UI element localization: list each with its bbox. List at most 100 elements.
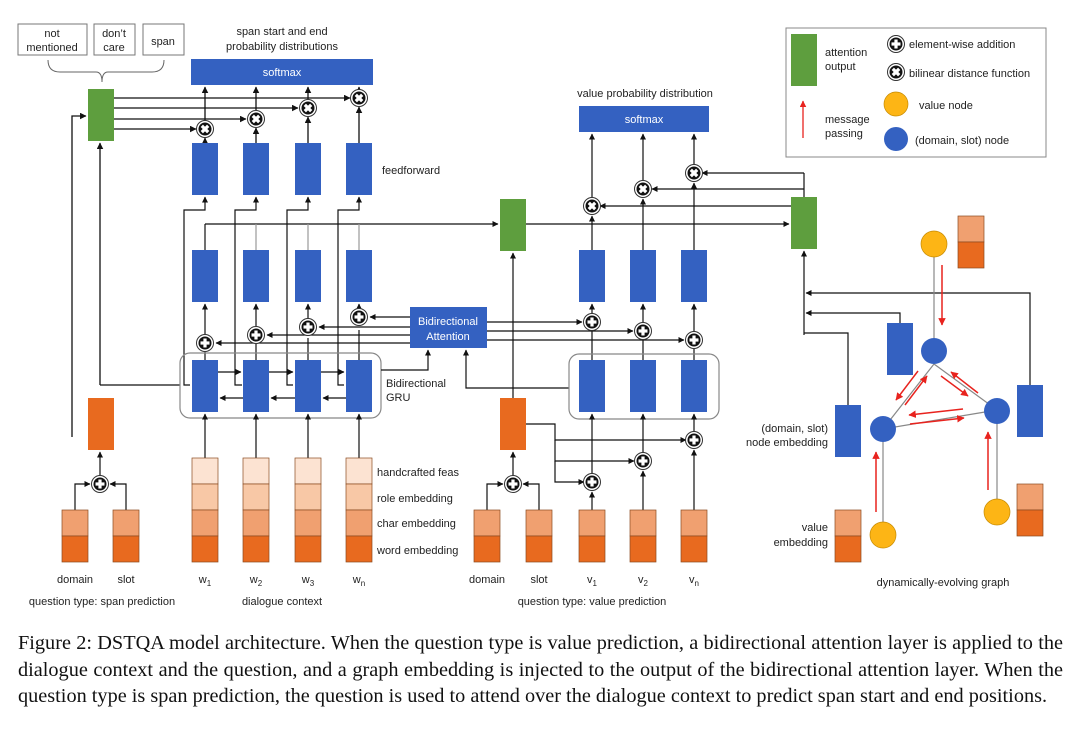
gru-cells	[192, 360, 372, 412]
value-question-encoding	[500, 398, 526, 450]
option-span-box	[142, 23, 185, 56]
token-wn: wn	[352, 574, 365, 588]
gru-skip-connections	[183, 196, 499, 386]
node-embedding-right	[1017, 385, 1043, 437]
span-attention-output	[88, 89, 114, 141]
domain-slot-node-right	[984, 398, 1010, 424]
value-attention-output-left	[500, 199, 526, 251]
span-modeling-layer	[192, 250, 372, 302]
dialogue-embedding-cell-3-3	[294, 509, 322, 537]
embedding-layer-word: word embedding	[376, 545, 458, 557]
dialogue-embedding-cell-4-4	[345, 535, 373, 563]
value-input-slot: slot	[530, 574, 547, 586]
add-op-v2-attn	[634, 322, 652, 340]
bidirectional-attention-label-2: Attention	[426, 331, 469, 343]
span-question-caption: question type: span prediction	[29, 596, 175, 608]
value-softmax-title: value probability distribution	[577, 88, 713, 100]
value-input-embedding-cell-2-2	[525, 535, 553, 563]
value-input-embedding-cell-2-1	[525, 509, 553, 537]
value-input-embedding-cell-4-2	[629, 535, 657, 563]
add-op-v2-question	[634, 452, 652, 470]
option-dont-care-label-2: care	[103, 42, 124, 54]
bilinear-op-vn	[685, 164, 703, 182]
legend-attention-label-1: attention	[825, 47, 867, 59]
bilinear-op-wn	[350, 89, 368, 107]
add-op-w1	[196, 334, 214, 352]
bilinear-op-v1	[583, 197, 601, 215]
option-not-mentioned-label-2: mentioned	[26, 42, 77, 54]
value-embedding-label-1: value	[802, 522, 828, 534]
value-modeling-layer	[579, 250, 707, 302]
bilinear-op-v2	[634, 180, 652, 198]
bidirectional-gru-label-1: Bidirectional	[386, 378, 446, 390]
legend-message-label-1: message	[825, 114, 870, 126]
dialogue-embedding-cell-1-2	[191, 483, 219, 511]
value-question-stacks	[473, 509, 708, 563]
value-softmax-box	[579, 106, 709, 132]
dialogue-embedding-cell-4-1	[345, 457, 373, 485]
legend-value-node-label: value node	[919, 100, 973, 112]
dstqa-architecture-diagram: not mentioned don’t care span span start…	[17, 23, 1047, 608]
value-node-right	[983, 498, 1011, 526]
span-softmax-title-line2: probability distributions	[226, 41, 338, 53]
graph-caption: dynamically-evolving graph	[877, 577, 1010, 589]
add-op-value-question	[504, 475, 522, 493]
value-attention-output-right	[791, 197, 817, 249]
value-node-top	[920, 230, 948, 258]
option-not-mentioned-label: not	[44, 28, 59, 40]
dialogue-embedding-cell-2-1	[242, 457, 270, 485]
dialogue-embedding-cell-4-2	[345, 483, 373, 511]
value-input-embedding-cell-3-1	[578, 509, 606, 537]
value-input-embedding-cell-5-1	[680, 509, 708, 537]
add-op-w3	[299, 318, 317, 336]
dialogue-embedding-cell-1-1	[191, 457, 219, 485]
options-brace	[47, 59, 165, 83]
option-not-mentioned-box	[17, 23, 88, 56]
add-op-span-question	[91, 475, 109, 493]
legend-domain-slot-node-icon	[884, 127, 908, 151]
legend-addition-label: element-wise addition	[909, 39, 1015, 51]
bidirectional-attention-label-1: Bidirectional	[418, 316, 478, 328]
legend-attention-label-2: output	[825, 61, 856, 73]
bilinear-op-w1	[196, 120, 214, 138]
domain-slot-node-left	[870, 416, 896, 442]
value-softmax-label: softmax	[625, 114, 664, 126]
dialogue-embedding-cell-3-1	[294, 457, 322, 485]
legend-value-node-icon	[883, 91, 909, 117]
value-question-caption: question type: value prediction	[518, 596, 667, 608]
span-softmax-box	[191, 59, 373, 85]
span-question-encoding	[88, 398, 114, 450]
bilinear-op-w2	[247, 110, 265, 128]
value-input-domain: domain	[469, 574, 505, 586]
bidirectional-gru-label-2: GRU	[386, 392, 411, 404]
span-softmax-label: softmax	[263, 67, 302, 79]
span-softmax-title-line1: span start and end	[236, 26, 327, 38]
legend-times-icon	[887, 63, 905, 81]
value-input-embedding-cell-3-2	[578, 535, 606, 563]
bidirectional-gru-frame	[179, 352, 382, 419]
dialogue-embedding-cell-4-3	[345, 509, 373, 537]
domain-slot-node-top	[921, 338, 947, 364]
dialogue-embedding-stacks	[191, 457, 373, 563]
embedding-layer-handcrafted: handcrafted feas	[377, 467, 459, 479]
embedding-layer-char: char embedding	[377, 518, 456, 530]
token-w2: w2	[249, 574, 263, 588]
value-input-embedding-cell-1-1	[473, 509, 501, 537]
figure-caption: Figure 2: DSTQA model architecture. When…	[18, 632, 1063, 707]
dialogue-embedding-cell-2-2	[242, 483, 270, 511]
dialogue-embedding-cell-3-2	[294, 483, 322, 511]
node-embedding-left	[835, 405, 861, 457]
value-node-left	[869, 521, 897, 549]
legend-message-label-2: passing	[825, 128, 863, 140]
add-op-v1-attn	[583, 313, 601, 331]
bilinear-op-w3	[299, 99, 317, 117]
add-op-v1-question	[583, 473, 601, 491]
legend-bilinear-label: bilinear distance function	[909, 68, 1030, 80]
value-gru-cells	[579, 360, 707, 412]
add-op-wn	[350, 308, 368, 326]
span-question-stacks	[61, 509, 140, 563]
embedding-layer-role: role embedding	[377, 493, 453, 505]
feedforward-label: feedforward	[382, 165, 440, 177]
legend-attention-swatch	[791, 34, 817, 86]
dialogue-embedding-cell-2-3	[242, 509, 270, 537]
